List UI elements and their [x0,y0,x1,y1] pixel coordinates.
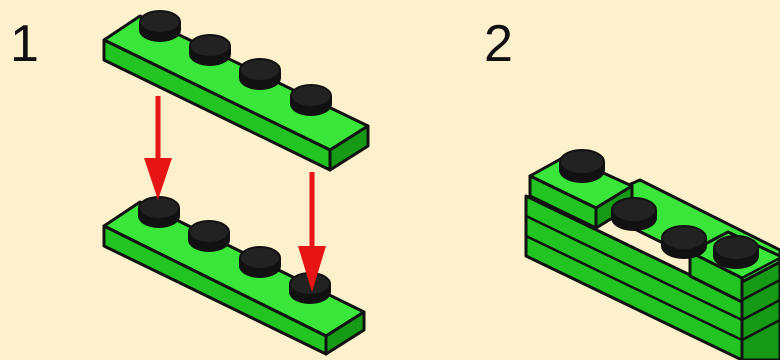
arrow-down-icon [144,96,172,200]
stud [239,58,281,90]
stud [189,34,231,66]
stud [188,220,230,252]
stud [290,84,332,116]
step-1-bottom-plate [102,196,366,356]
step-1-top-plate [102,10,370,172]
arrow-down-icon [298,172,326,292]
stud [661,225,707,259]
stud [713,235,759,269]
step-2-assembled-brick [524,149,780,360]
stud [139,10,181,42]
stud [611,197,657,231]
stud [138,196,180,228]
step-2-number: 2 [484,15,513,73]
stud [559,149,605,183]
step-1-number: 1 [10,15,39,73]
stud [239,246,281,278]
